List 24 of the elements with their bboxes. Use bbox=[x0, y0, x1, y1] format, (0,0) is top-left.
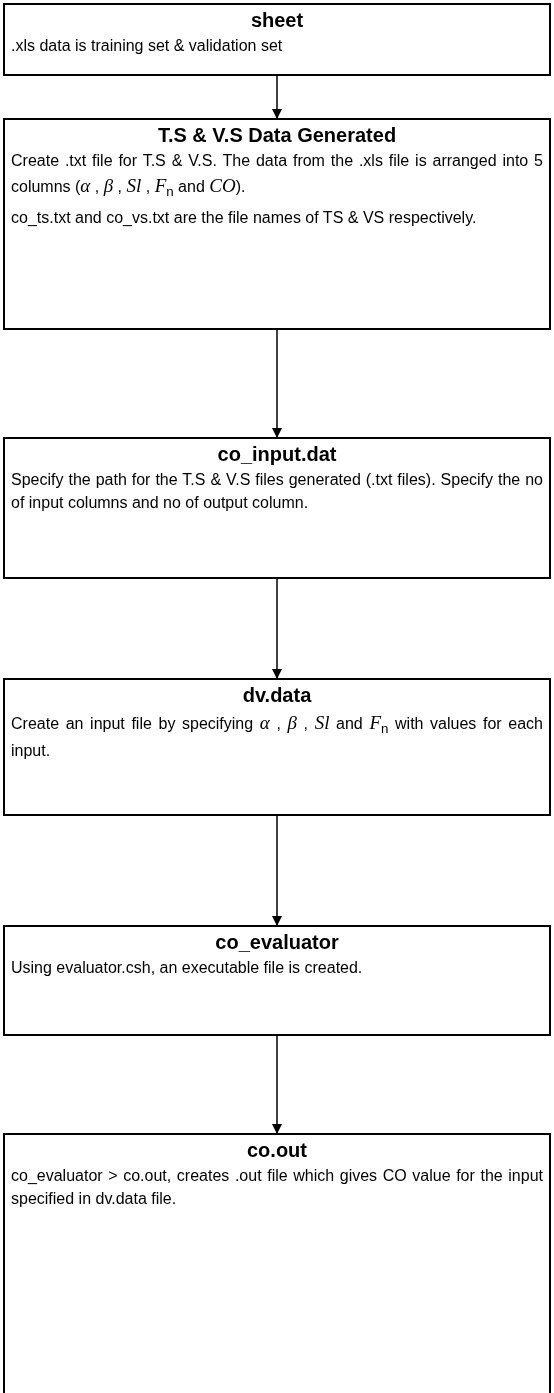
box-description: Specify the path for the T.S & V.S files generated (.txt files). Specify the no of input columns and no of output column. bbox=[11, 470, 543, 514]
box-heading: co_input.dat bbox=[216, 443, 338, 466]
arrow bbox=[272, 329, 282, 438]
process-box bbox=[3, 1133, 551, 1393]
box-heading: co_evaluator bbox=[214, 931, 340, 954]
box-description: Create an input file by specifying α , β , Sl and F$_{n}$ with values for each input. bbox=[11, 711, 543, 761]
arrow bbox=[272, 75, 282, 119]
box-heading: sheet bbox=[249, 9, 305, 32]
process-box bbox=[3, 118, 551, 330]
arrow bbox=[272, 578, 282, 679]
box-heading: co.out bbox=[246, 1139, 308, 1162]
box-description: .xls data is training set & validation set bbox=[11, 36, 284, 56]
arrow bbox=[272, 1035, 282, 1134]
box-description: Using evaluator.csh, an executable file is created. bbox=[11, 958, 364, 978]
process-box bbox=[3, 678, 551, 816]
box-description: co_ts.txt and co_vs.txt are the file names of TS & VS respectively. bbox=[11, 207, 478, 228]
process-box bbox=[3, 3, 551, 76]
process-box bbox=[3, 925, 551, 1036]
box-heading: dv.data bbox=[241, 684, 313, 707]
box-description: Create .txt file for T.S & V.S. The data from the .xls file is arranged into 5 columns (α , β , Sl , F$_{n}$ and CO). bbox=[11, 151, 543, 202]
box-heading: T.S & V.S Data Generated bbox=[156, 124, 398, 147]
box-description: co_evaluator > co.out, creates .out file which gives CO value for the input specified in dv.data file. bbox=[11, 1166, 543, 1210]
arrow bbox=[272, 815, 282, 926]
process-box bbox=[3, 437, 551, 579]
